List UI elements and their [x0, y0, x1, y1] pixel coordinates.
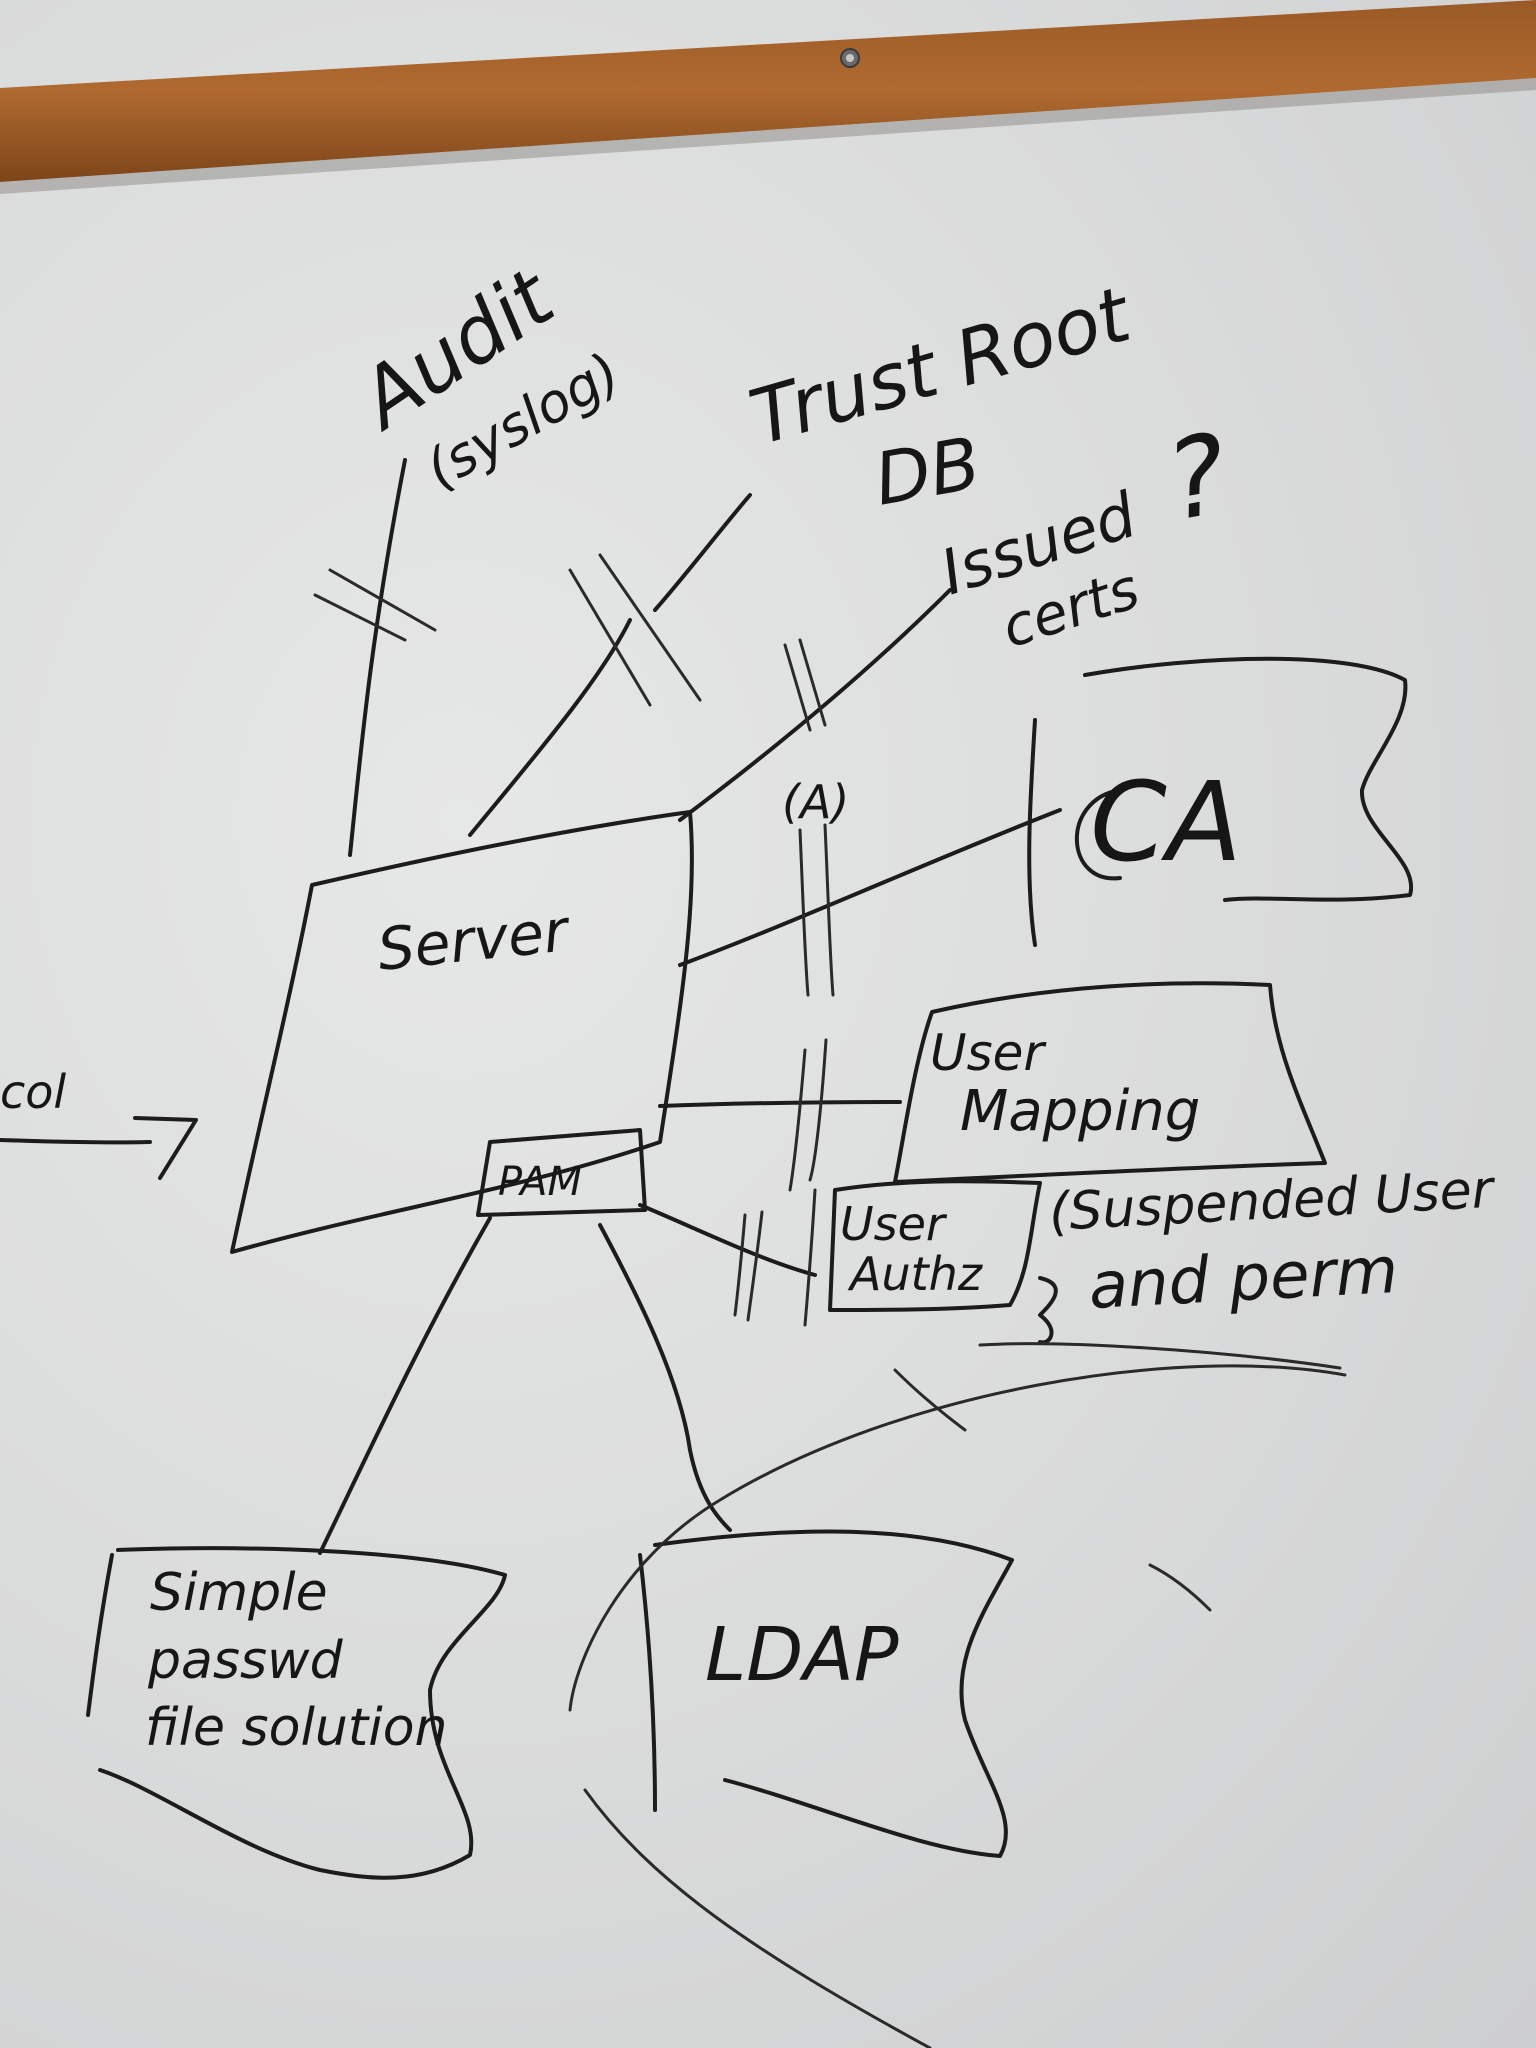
user-authz-box: [828, 1179, 1042, 1312]
audit-connector: [348, 458, 407, 857]
trust-db-label: DB: [868, 421, 986, 522]
lower-arc: [583, 1788, 932, 2048]
ca-link-label: (A): [782, 775, 849, 829]
simple-label-2: passwd: [147, 1631, 344, 1691]
ca-connector: [678, 808, 1062, 967]
ca-label: CA: [1090, 758, 1242, 886]
simple-label-1: Simple: [150, 1563, 328, 1623]
user-mapping-connector: [658, 1100, 902, 1108]
user-mapping-label-2: Mapping: [960, 1079, 1200, 1144]
lower-box: [653, 1529, 1014, 1858]
simple-passwd-cloud: [98, 1546, 507, 1880]
pam-box: [476, 1128, 647, 1217]
pam-label: PAM: [498, 1159, 582, 1205]
wooden-ledge: [0, 0, 1536, 182]
incoming-arrow: [0, 1138, 152, 1145]
ca-box: [1083, 656, 1414, 902]
user-mapping-box: [893, 981, 1327, 1184]
simple-label-3: file solution: [145, 1698, 447, 1758]
suspended-label-2: and perm: [1087, 1234, 1400, 1324]
server-box: [230, 810, 694, 1254]
trust-connector: [468, 618, 632, 837]
simple-connector: [318, 1216, 492, 1555]
ledge-shadow: [0, 78, 1536, 194]
user-authz-label-1: User: [840, 1197, 948, 1251]
issued-connector: [678, 588, 952, 822]
user-mapping-label-1: User: [930, 1024, 1047, 1082]
lower-connector: [598, 1223, 732, 1532]
user-authz-connector: [638, 1203, 817, 1277]
left-edge-label: col: [0, 1065, 66, 1119]
lower-box-label: LDAP: [705, 1612, 899, 1698]
large-arc: [568, 1364, 1347, 1712]
user-authz-label-2: Authz: [847, 1247, 983, 1301]
